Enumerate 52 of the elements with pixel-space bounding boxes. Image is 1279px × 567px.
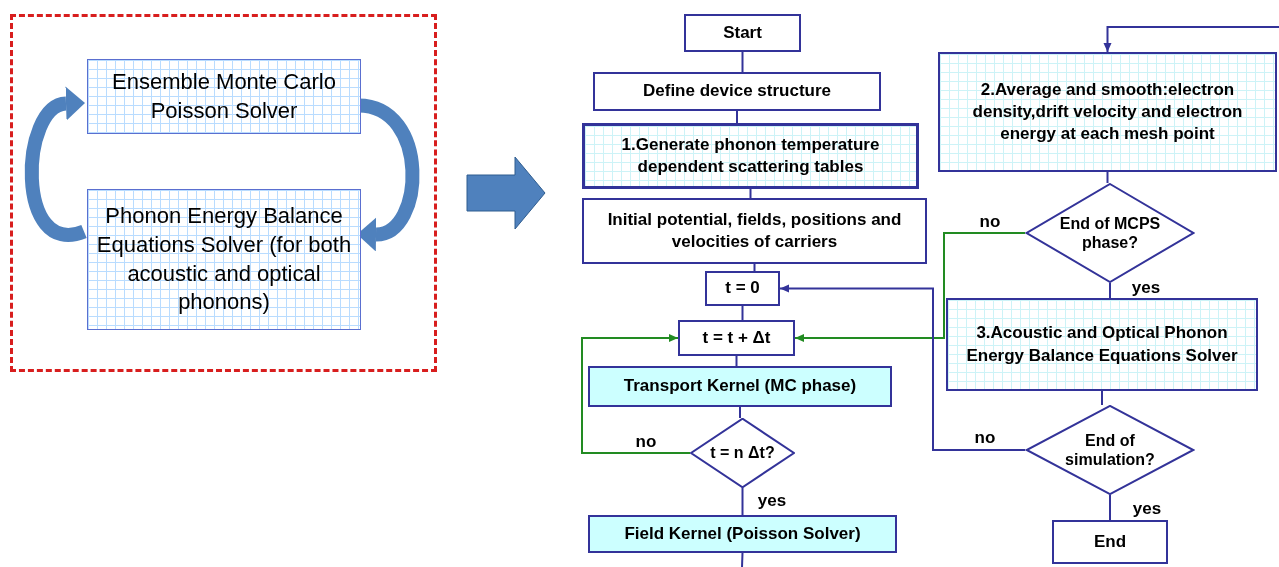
connector-line [736, 110, 738, 124]
box-label: 3.Acoustic and Optical Phonon Energy Balance Equations Solver [965, 322, 1239, 367]
grid-box [87, 189, 361, 330]
process-box [946, 298, 1258, 391]
end-box [1052, 520, 1168, 564]
connector-line [739, 406, 741, 419]
box-label: Ensemble Monte Carlo Poisson Solver [111, 67, 337, 125]
arrow [794, 232, 1026, 342]
decision-diamond [1025, 405, 1195, 495]
connector-line [741, 305, 744, 321]
box-label: t = n Δt? [710, 443, 775, 463]
connector-line [1101, 390, 1103, 406]
process-box [705, 271, 780, 306]
arrow [779, 284, 1026, 451]
box-label: 2.Average and smooth:electron density,drift velocity and electron energy at each mesh point [971, 78, 1244, 146]
box-label: 1.Generate phonon temperature dependent scattering tables [620, 133, 881, 178]
connector-line [1109, 282, 1111, 299]
connector-line [1106, 171, 1109, 184]
arrow [1103, 26, 1279, 53]
box-label: Transport Kernel (MC phase) [623, 375, 857, 398]
grid-box [87, 59, 361, 134]
process-box [593, 72, 881, 111]
box-label: Phonon Energy Balance Equations Solver (for both acoustic and optical phonons) [95, 202, 353, 317]
connector-line [735, 355, 738, 367]
process-box [582, 198, 927, 264]
block-arrow [24, 87, 86, 242]
box-label: t = t + Δt [702, 326, 771, 349]
decision-diamond [1025, 183, 1195, 283]
connector-line [749, 188, 752, 199]
start-box [684, 14, 801, 52]
box-label: End [1093, 530, 1127, 553]
box-label: Initial potential, fields, positions and velocities of carriers [606, 208, 903, 253]
box-label: Field Kernel (Poisson Solver) [624, 522, 861, 545]
connector-line [741, 552, 744, 567]
connector-line [741, 51, 744, 73]
box-label: Start [723, 21, 762, 44]
arrow [581, 334, 691, 454]
process-box [588, 366, 892, 407]
connector-line [1109, 494, 1111, 521]
box-label: End of simulation? [1064, 430, 1156, 470]
box-label: End of MCPS phase? [1058, 213, 1162, 253]
process-box [678, 320, 795, 356]
decision-diamond [690, 418, 795, 488]
connector-line [741, 487, 744, 516]
dashed-frame [10, 14, 437, 372]
connector-line [753, 263, 756, 272]
process-box [938, 52, 1277, 172]
process-box [588, 515, 897, 553]
block-arrow [466, 156, 546, 230]
process-box [582, 123, 919, 189]
box-label: t = 0 [725, 277, 760, 300]
box-label: Define device structure [643, 80, 831, 103]
